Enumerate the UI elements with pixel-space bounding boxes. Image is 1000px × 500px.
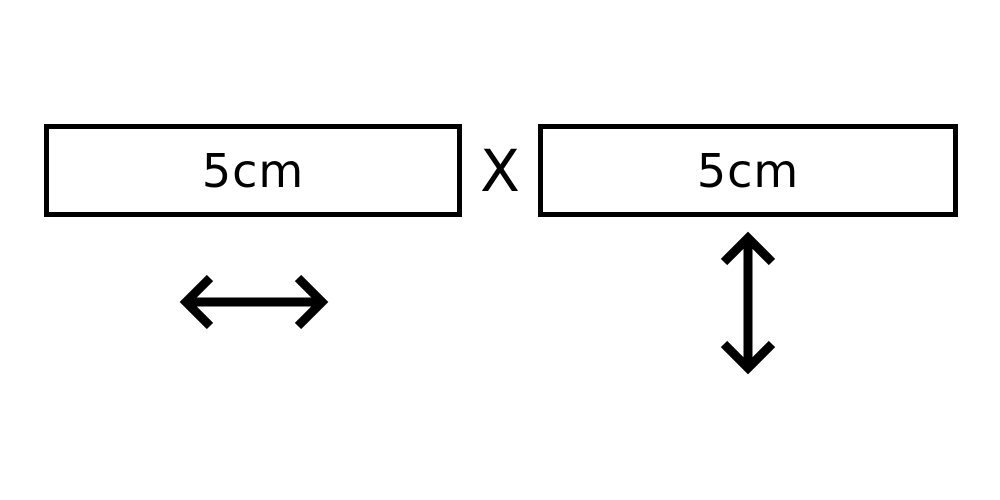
multiply-symbol: X [480,137,520,205]
horizontal-double-arrow-icon [179,274,329,330]
width-box: 5cm [44,124,462,217]
vertical-double-arrow-icon [720,231,776,375]
height-box: 5cm [538,124,958,217]
height-label: 5cm [696,143,800,198]
width-label: 5cm [201,143,305,198]
